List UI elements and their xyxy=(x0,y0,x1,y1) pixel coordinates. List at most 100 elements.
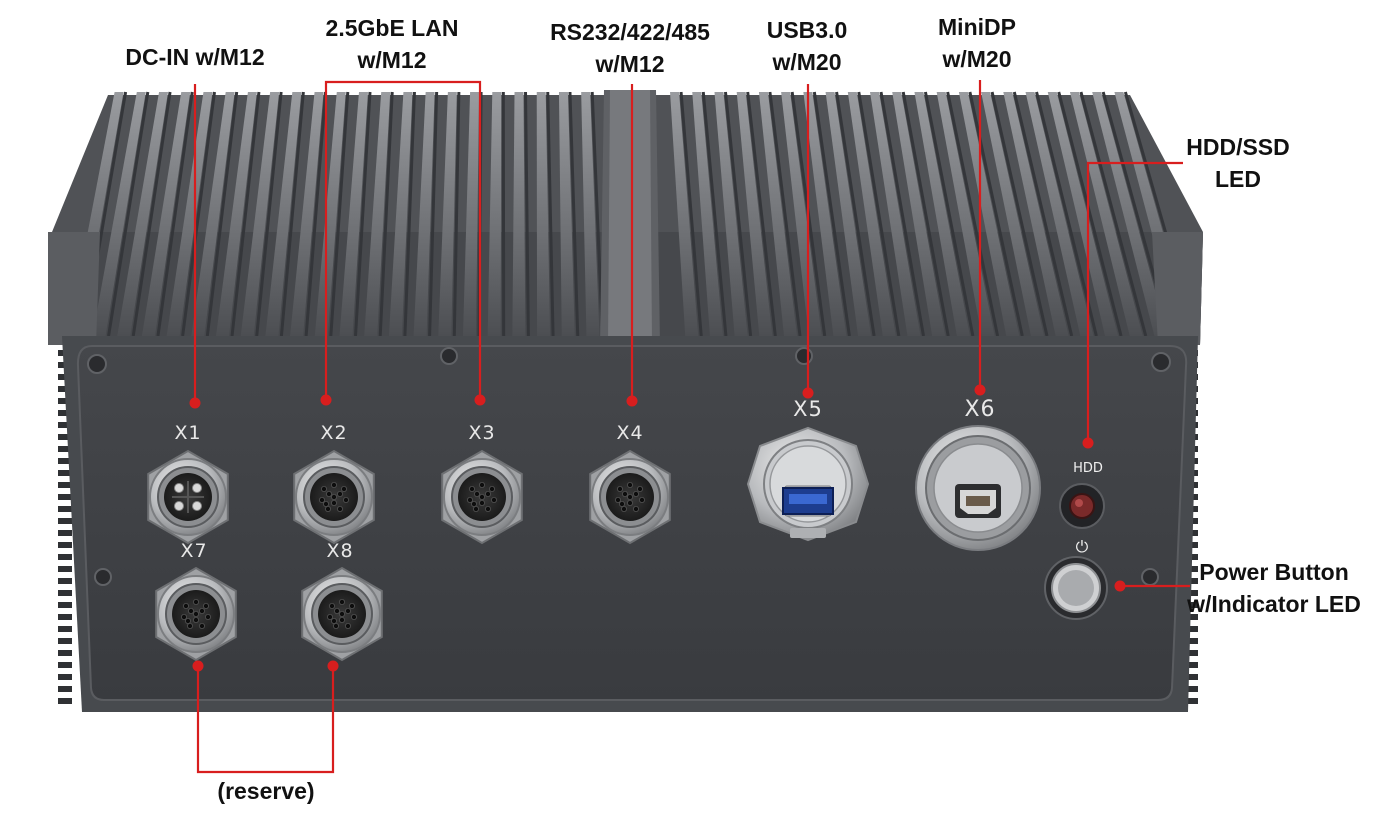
chassis-groove xyxy=(58,590,72,596)
port-label-x1: X1 xyxy=(174,422,201,444)
heatsink-fin xyxy=(736,92,773,336)
heatsink-fin-gap xyxy=(452,91,461,337)
x7-reserve-connector xyxy=(155,566,237,662)
heatsink-fin-gap xyxy=(857,91,901,337)
heatsink xyxy=(48,90,1203,345)
heatsink-fin-gap xyxy=(107,91,150,337)
heatsink-fin xyxy=(1092,92,1168,336)
power-button xyxy=(1044,556,1108,620)
callout-usb-line2: w/M20 xyxy=(772,49,842,75)
heatsink-fin xyxy=(692,92,723,336)
heatsink-fins xyxy=(48,91,1203,345)
chassis-groove xyxy=(58,518,72,524)
power-icon: ⏻ xyxy=(1076,537,1089,556)
heatsink-fin xyxy=(870,92,921,336)
heatsink-fin-gap xyxy=(835,91,876,337)
chassis-groove xyxy=(58,638,72,644)
callout-usb-line1: USB3.0 xyxy=(766,17,848,43)
callout-hdd-led-line2: LED xyxy=(1215,166,1261,192)
callout-reserve: (reserve) xyxy=(196,775,336,807)
chassis-groove xyxy=(1184,698,1198,704)
heatsink-fin-gap xyxy=(968,91,1024,337)
port-labels: X1 X2 X3 X4 X5 X6 X7 X8 HDD ⏻ xyxy=(174,397,1102,562)
heatsink-fin-gap xyxy=(679,91,703,337)
heatsink-fin-gap xyxy=(255,91,283,337)
heatsink-fin-gap xyxy=(329,91,350,337)
x6-minidp-connector xyxy=(915,425,1041,551)
chassis-groove xyxy=(58,650,72,656)
heatsink-fin xyxy=(413,92,435,336)
callout-serial: RS232/422/485 w/M12 xyxy=(522,16,738,80)
heatsink-fin-gap xyxy=(546,91,555,337)
callout-serial-line1: RS232/422/485 xyxy=(550,19,710,45)
chassis-groove xyxy=(1184,686,1198,692)
heatsink-fin-gap xyxy=(946,91,1000,337)
port-label-x3: X3 xyxy=(468,422,495,444)
heatsink-fin xyxy=(781,92,822,336)
chassis-groove xyxy=(58,410,72,416)
heatsink-fin xyxy=(758,92,798,336)
chassis-groove xyxy=(58,446,72,452)
heatsink-fin-gap xyxy=(990,91,1049,337)
heatsink-fin xyxy=(1069,92,1143,336)
port-label-x5: X5 xyxy=(793,397,823,421)
heatsink-fin-gap xyxy=(901,91,950,337)
callout-power-line2: w/Indicator LED xyxy=(1187,591,1361,617)
chassis-groove xyxy=(58,506,72,512)
heatsink-fin xyxy=(265,92,302,336)
heatsink-fin xyxy=(462,92,480,336)
callout-lan-line2: w/M12 xyxy=(357,47,427,73)
callout-reserve-text: (reserve) xyxy=(217,778,315,804)
port-label-x7: X7 xyxy=(180,540,207,562)
callout-minidp: MiniDP w/M20 xyxy=(918,11,1036,75)
callout-dots xyxy=(189,384,1126,672)
heatsink-fin xyxy=(1025,92,1094,336)
heatsink-fin xyxy=(438,92,457,336)
chassis-groove xyxy=(58,554,72,560)
heatsink-rail-right xyxy=(1152,232,1203,345)
callout-dc-in: DC-IN w/M12 xyxy=(95,41,295,73)
heatsink-fin-gap xyxy=(230,91,261,337)
heatsink-fin xyxy=(1047,92,1119,336)
chassis-groove xyxy=(1184,638,1198,644)
heatsink-fin xyxy=(1003,92,1069,336)
heatsink-fin xyxy=(536,92,551,336)
callout-line-lan xyxy=(324,80,482,400)
x4-serial-connector xyxy=(589,449,671,545)
callout-usb: USB3.0 w/M20 xyxy=(748,14,866,78)
chassis-groove xyxy=(58,542,72,548)
heatsink-fin-gap xyxy=(590,91,604,337)
x1-dc-in-connector xyxy=(147,449,229,545)
heatsink-fin xyxy=(892,92,946,336)
heatsink-fin-gap xyxy=(524,91,530,337)
heatsink-fin-gap xyxy=(1057,91,1123,337)
chassis-groove xyxy=(1184,626,1198,632)
chassis-groove xyxy=(58,422,72,428)
heatsink-fin xyxy=(364,92,391,336)
callout-power-line1: Power Button xyxy=(1199,559,1349,585)
callout-power-button: Power Button w/Indicator LED xyxy=(1173,556,1375,620)
heatsink-fin xyxy=(581,92,600,336)
heatsink-fin xyxy=(117,92,169,336)
heatsink-fin-gap xyxy=(354,91,372,337)
heatsink-fin-gap xyxy=(812,91,851,337)
heatsink-fin-gap xyxy=(568,91,580,337)
callout-line-hdd xyxy=(1086,161,1183,443)
heatsink-fin-gap xyxy=(879,91,925,337)
heatsink-fin xyxy=(914,92,970,336)
chassis-groove xyxy=(1184,614,1198,620)
heatsink-fin-gap xyxy=(746,91,777,337)
x5-usb-connector xyxy=(746,426,870,542)
chassis-groove xyxy=(58,434,72,440)
chassis-groove xyxy=(58,662,72,668)
callout-hdd-led: HDD/SSD LED xyxy=(1176,131,1300,195)
port-label-x4: X4 xyxy=(616,422,643,444)
heatsink-fin-gap xyxy=(156,91,194,337)
chassis-groove xyxy=(58,530,72,536)
callout-minidp-line1: MiniDP xyxy=(938,14,1016,40)
x2-lan-connector xyxy=(293,449,375,545)
heatsink-fin-gap xyxy=(923,91,975,337)
heatsink-fin xyxy=(512,92,526,336)
